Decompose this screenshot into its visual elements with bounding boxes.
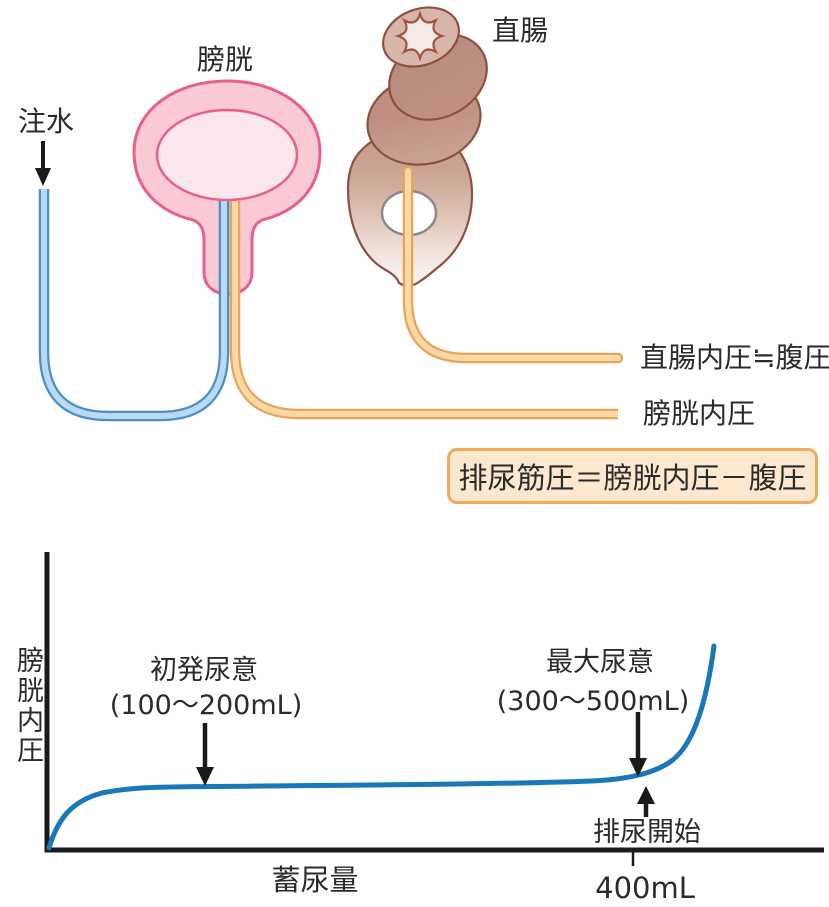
rectal-pressure-line-label: 直腸内圧≒腹圧 <box>640 341 829 374</box>
rectum-shape <box>346 6 488 287</box>
first-desire-arrow <box>196 723 214 786</box>
chart-x-axis-label: 蓄尿量 <box>271 863 359 897</box>
max-desire-range: (300〜500mL) <box>496 686 690 717</box>
x-tick-label-400ml: 400mL <box>595 871 695 905</box>
first-desire-label: 初発尿意 <box>150 655 258 686</box>
water-injection-label: 注水 <box>18 105 75 138</box>
detrusor-pressure-formula: 排尿筋圧＝膀胱内圧－腹圧 <box>458 461 807 495</box>
detrusor-pressure-formula-box: 排尿筋圧＝膀胱内圧－腹圧 <box>447 448 818 504</box>
max-desire-label: 最大尿意 <box>546 647 654 678</box>
bladder-pressure-line-label: 膀胱内圧 <box>643 397 756 430</box>
max-desire-arrow <box>629 712 647 777</box>
bladder-label: 膀胱 <box>196 43 254 76</box>
voiding-start-label: 排尿開始 <box>593 817 701 848</box>
rectum-lumen <box>394 10 446 62</box>
bladder-pressure-catheter <box>229 201 618 420</box>
rectal-pressure-catheter <box>402 165 624 364</box>
rectum-label: 直腸 <box>492 14 549 47</box>
chart-axes <box>44 552 824 853</box>
water-injection-tube <box>38 189 230 422</box>
water-injection-arrow <box>35 141 51 186</box>
bladder-lumen <box>155 108 299 202</box>
voiding-start-arrow <box>637 786 655 817</box>
chart-y-axis-label: 膀胱内圧 <box>12 646 43 766</box>
first-desire-range: (100〜200mL) <box>109 690 303 721</box>
pressure-curve <box>46 643 717 851</box>
bladder-shape <box>132 79 322 296</box>
